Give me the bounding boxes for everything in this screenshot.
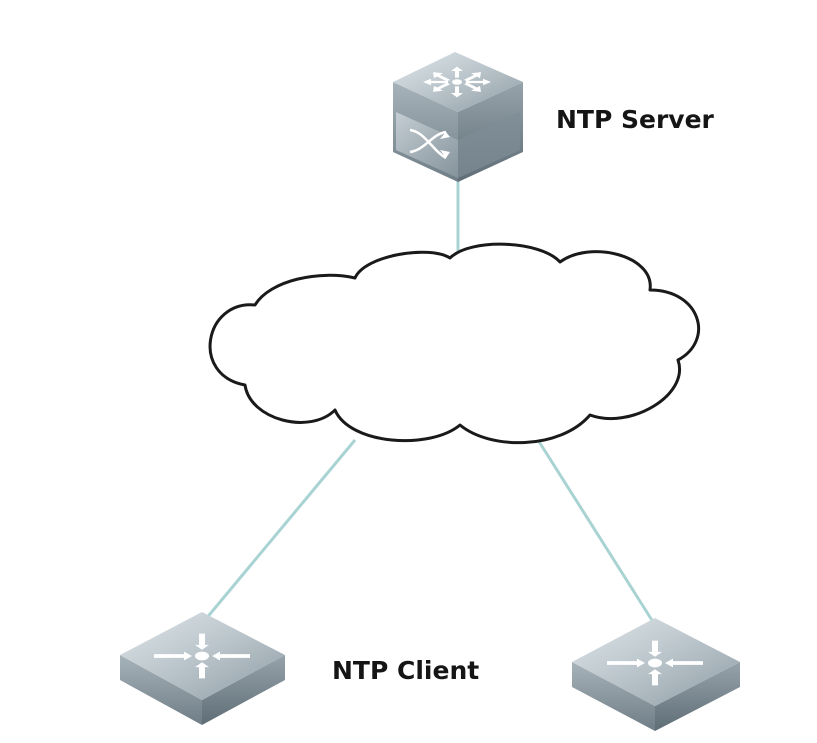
ntp-client-right-router-icon	[572, 618, 740, 731]
right-client-link	[536, 439, 657, 626]
network-cloud-icon	[208, 242, 701, 445]
ntp-server-switch-icon	[393, 52, 523, 182]
ntp-client-left-router-icon	[120, 612, 285, 725]
ntp-server-label: NTP Server	[556, 105, 715, 134]
ntp-client-label: NTP Client	[332, 656, 479, 685]
left-client-link	[203, 439, 357, 621]
